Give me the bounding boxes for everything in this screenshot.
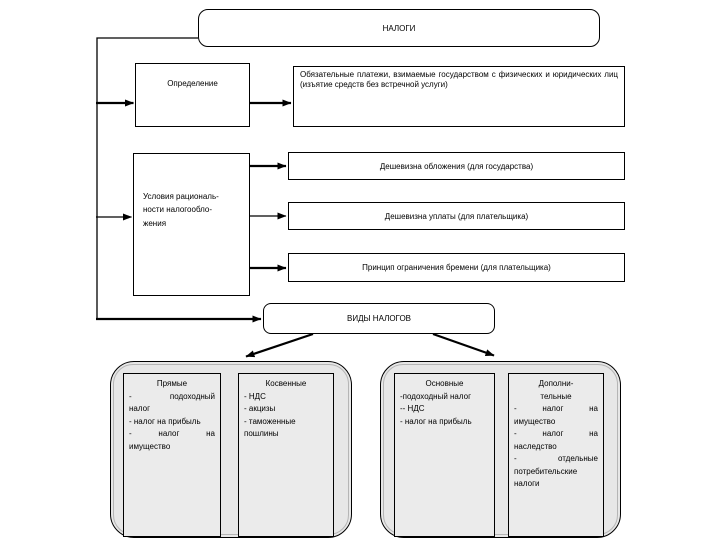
condition-label-cheap-payment: Дешевизна уплаты (для плательщика) <box>384 211 529 221</box>
definition-label: Определение <box>167 79 218 88</box>
trunk-connector <box>96 37 198 319</box>
direct-tax-item: - налог на прибыль <box>129 416 201 426</box>
direct-taxes-title: Прямые <box>156 379 188 388</box>
main-tax-item: - налог на прибыль <box>400 416 472 426</box>
arrow-to-direct-indirect-group <box>245 332 314 358</box>
condition-node-burden-limit: Принцип ограничения бремени (для платель… <box>288 253 625 282</box>
arrow-to-main-additional-group <box>432 332 495 357</box>
main-tax-item: -- НДС <box>400 404 425 413</box>
taxes-root-node: НАЛОГИ <box>198 9 600 47</box>
condition-node-cheap-payment: Дешевизна уплаты (для плательщика) <box>288 202 625 230</box>
indirect-taxes-title: Косвенные <box>265 379 307 388</box>
rational-taxation-conditions-label: Условия рациональ- ности налогообло- жен… <box>143 191 219 228</box>
definition-node: Определение <box>135 63 250 127</box>
main-tax-item: -подоходный налог <box>400 391 471 401</box>
main-taxes-title: Основные <box>425 379 464 388</box>
definition-text-node: Обязательные платежи, взимаемые государс… <box>293 66 625 127</box>
tax-types-label: ВИДЫ НАЛОГОВ <box>346 314 411 323</box>
main-taxes-box: Основные -подоходный налог -- НДС - нало… <box>394 373 495 537</box>
taxes-root-label: НАЛОГИ <box>382 23 416 33</box>
additional-tax-item: - налог на наследство <box>514 429 598 451</box>
condition-node-cheap-levy: Дешевизна обложения (для государства) <box>288 152 625 180</box>
condition-label-burden-limit: Принцип ограничения бремени (для платель… <box>362 263 551 272</box>
indirect-tax-item: - НДС <box>244 391 266 401</box>
additional-tax-item: - отдельные потребительские налоги <box>514 454 598 488</box>
additional-taxes-box: Дополни- тельные - налог на имущество - … <box>508 373 604 537</box>
direct-tax-item: - подоходный налог <box>129 391 215 414</box>
indirect-tax-item: - таможенные пошлины <box>244 416 296 439</box>
direct-taxes-box: Прямые - подоходный налог - налог на при… <box>123 373 221 537</box>
additional-taxes-title: Дополни- тельные <box>538 379 574 401</box>
direct-indirect-group-container: Прямые - подоходный налог - налог на при… <box>110 361 352 538</box>
main-additional-group-container: Основные -подоходный налог -- НДС - нало… <box>380 361 621 538</box>
rational-taxation-conditions-node: Условия рациональ- ности налогообло- жен… <box>133 153 250 296</box>
definition-text: Обязательные платежи, взимаемые государс… <box>300 70 618 89</box>
tax-types-node: ВИДЫ НАЛОГОВ <box>263 303 495 334</box>
condition-label-cheap-levy: Дешевизна обложения (для государства) <box>379 161 534 171</box>
indirect-tax-item: - акцизы <box>244 404 276 413</box>
direct-tax-item: - налог на имущество <box>129 429 215 451</box>
indirect-taxes-box: Косвенные - НДС - акцизы - таможенные по… <box>238 373 334 537</box>
additional-tax-item: - налог на имущество <box>514 404 598 426</box>
